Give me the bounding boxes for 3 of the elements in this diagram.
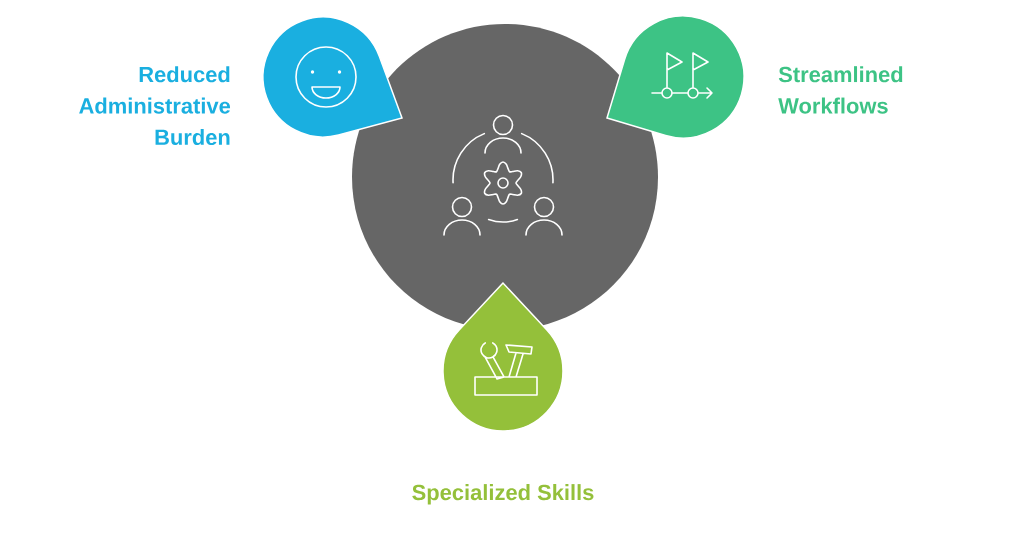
label: Streamlined Workflows — [778, 66, 903, 114]
label: Specialized Skills — [412, 484, 594, 505]
label: Reduced Administrative Burden — [79, 66, 231, 146]
